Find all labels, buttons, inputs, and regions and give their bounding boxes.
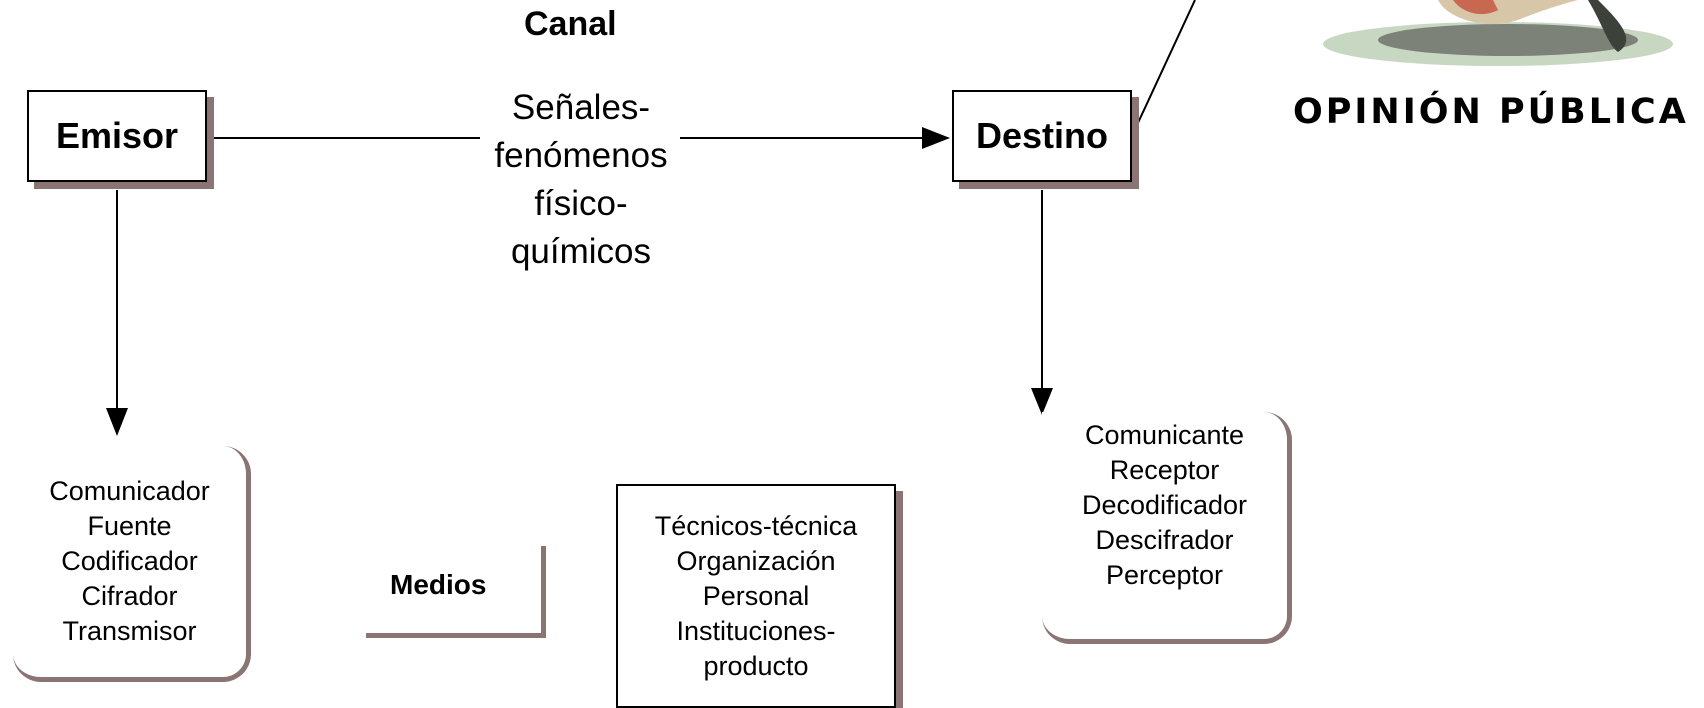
channel-description: Señales- fenómenos físico- químicos xyxy=(482,84,680,276)
medios-item: Personal xyxy=(702,580,810,611)
medios-items-box: Técnicos-técnica Organización Personal I… xyxy=(616,484,896,708)
channel-line-4: químicos xyxy=(510,232,652,271)
destino-role: Perceptor xyxy=(1105,560,1224,590)
destino-roles-card: Comunicante Receptor Decodificador Desci… xyxy=(1042,412,1292,644)
illustration-base xyxy=(1378,24,1638,56)
illustration-dark xyxy=(1588,0,1627,52)
destino-role: Descifrador xyxy=(1095,525,1234,555)
illustration-accent xyxy=(1453,0,1498,15)
opinion-illustration xyxy=(1323,0,1673,66)
medios-item: producto xyxy=(703,650,809,681)
emisor-role: Comunicador xyxy=(49,476,210,506)
emisor-label: Emisor xyxy=(55,115,179,156)
canal-title: Canal xyxy=(524,5,617,43)
destino-label: Destino xyxy=(975,115,1108,156)
emisor-box: Emisor xyxy=(27,90,207,182)
medios-item: Organización xyxy=(676,545,836,576)
medios-item: Instituciones- xyxy=(676,615,836,646)
emisor-destino-arrowhead xyxy=(922,127,950,149)
emisor-role: Transmisor xyxy=(62,616,197,646)
channel-line-3: físico- xyxy=(534,184,628,223)
emisor-down-arrowhead xyxy=(106,408,128,436)
medios-frame xyxy=(366,546,546,638)
emisor-role: Codificador xyxy=(61,546,198,576)
destino-opinion-line xyxy=(1136,0,1196,126)
destino-role: Decodificador xyxy=(1081,490,1248,520)
emisor-roles-card: Comunicador Fuente Codificador Cifrador … xyxy=(13,446,251,682)
destino-role: Comunicante xyxy=(1084,420,1245,450)
channel-line-1: Señales- xyxy=(511,88,651,127)
opinion-publica-label: OPINIÓN PÚBLICA xyxy=(1293,92,1689,132)
emisor-role: Cifrador xyxy=(81,581,178,611)
medios-label: Medios xyxy=(390,569,487,600)
destino-role: Receptor xyxy=(1109,455,1220,485)
destino-box: Destino xyxy=(952,90,1132,182)
channel-line-2: fenómenos xyxy=(494,136,668,175)
emisor-role: Fuente xyxy=(87,511,172,541)
medios-item: Técnicos-técnica xyxy=(654,510,858,541)
destino-down-arrowhead xyxy=(1031,388,1053,415)
